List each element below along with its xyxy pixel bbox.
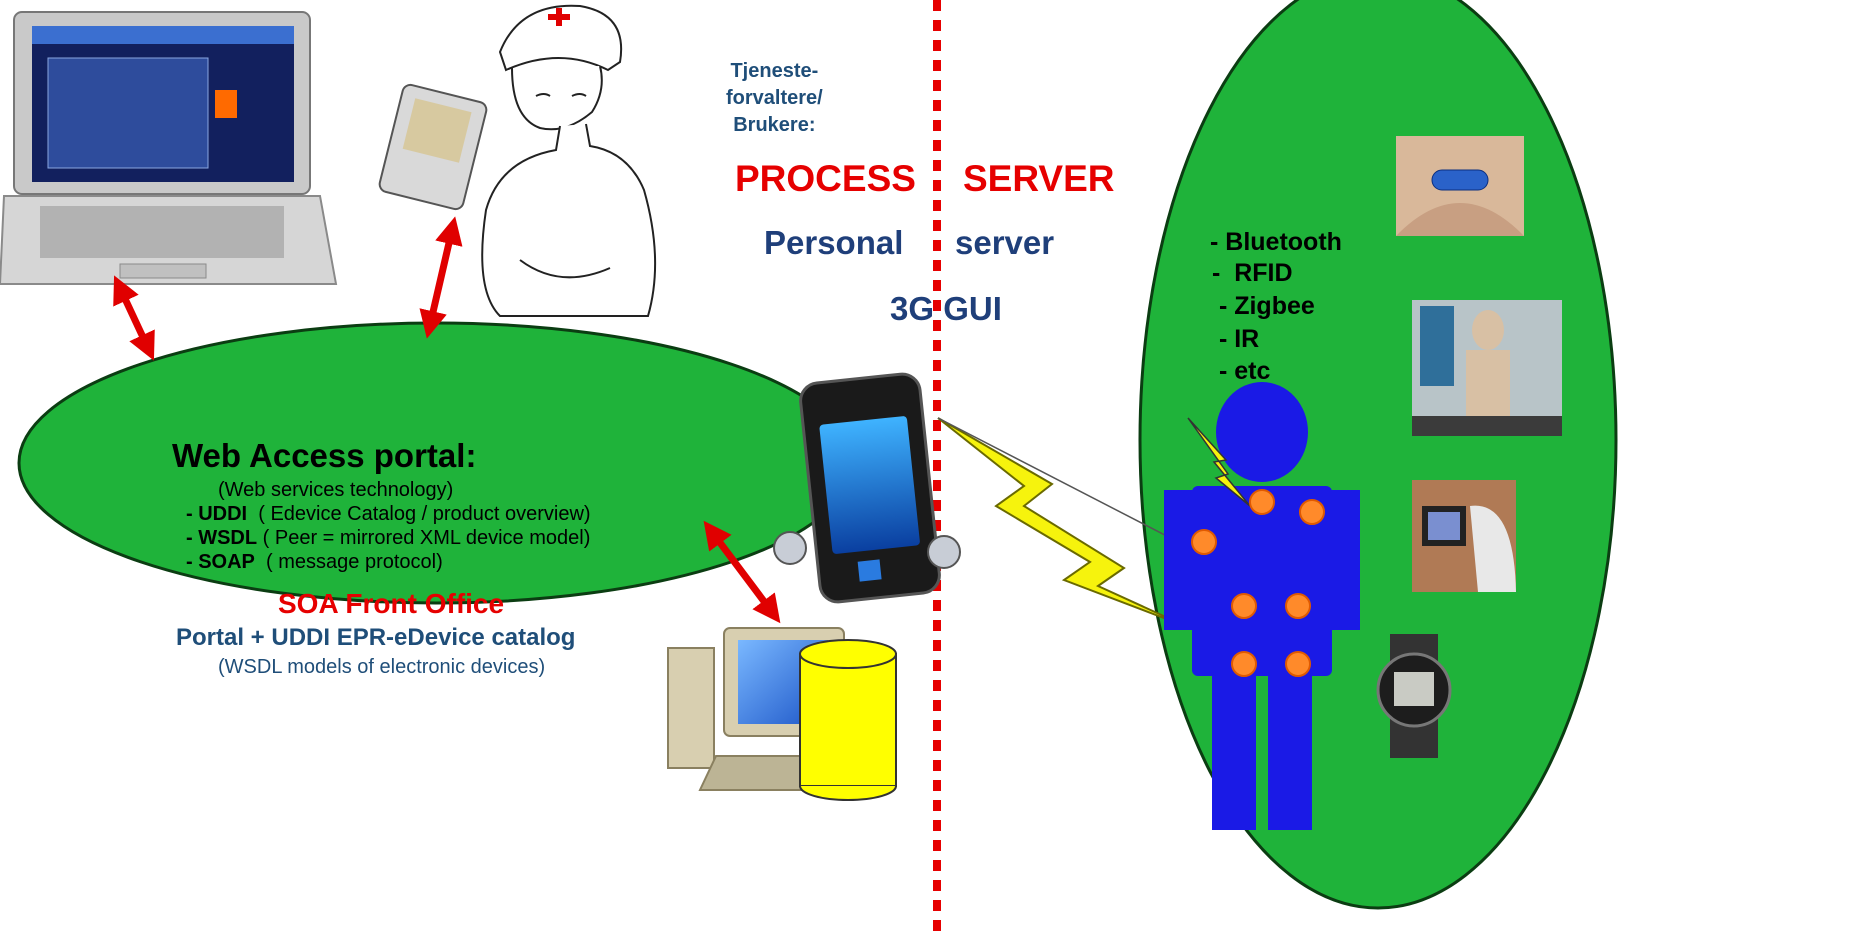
roles-line-3: Brukere:: [733, 114, 816, 136]
soap-key: - SOAP: [186, 551, 255, 573]
wsdl-key: - WSDL: [186, 527, 258, 549]
link-line: [937, 417, 1191, 549]
server-label: SERVER: [963, 158, 1115, 199]
portal-item-wsdl: - WSDL ( Peer = mirrored XML device mode…: [186, 527, 590, 550]
laptop-icon: [0, 11, 338, 285]
human-body-sensor-icon: [1164, 382, 1360, 830]
roles-line-1: Tjeneste-: [730, 60, 819, 82]
mannequin-photo: [1412, 300, 1562, 436]
portal-item-uddi: - UDDI ( Edevice Catalog / product overv…: [186, 503, 591, 526]
nurse-illustration: [481, 4, 657, 317]
protocol-rfid: - RFID: [1212, 259, 1293, 287]
roles-line-2: forvaltere/: [726, 87, 823, 109]
wsdl-desc: ( Peer = mirrored XML device model): [257, 527, 591, 549]
user-roles-label: Tjeneste- forvaltere/ Brukere:: [726, 58, 823, 139]
smartphone-icon: [773, 372, 961, 604]
soap-desc: ( message protocol): [254, 551, 443, 573]
uddi-key: - UDDI: [186, 503, 248, 525]
protocol-etc: - etc: [1212, 357, 1271, 385]
pda-phone-icon: [378, 83, 488, 211]
database-icon: [799, 639, 897, 801]
portal-title: Web Access portal:: [172, 437, 477, 474]
protocol-zigbee: - Zigbee: [1212, 292, 1315, 320]
front-office-title: SOA Front Office: [278, 588, 505, 619]
portal-subtitle: (Web services technology): [218, 479, 454, 501]
personal-server-label: server: [955, 224, 1055, 261]
protocol-bluetooth: - Bluetooth: [1210, 228, 1342, 256]
gui-label: 3G GUI: [890, 290, 1002, 327]
tablet-user-photo: [1412, 480, 1516, 592]
uddi-desc: ( Edevice Catalog / product overview): [247, 503, 591, 525]
sport-watch-photo: [1376, 634, 1452, 758]
portal-item-soap: - SOAP ( message protocol): [186, 551, 443, 574]
front-office-catalog: Portal + UDDI EPR-eDevice catalog: [176, 624, 576, 651]
chest-sensor-photo: [1396, 136, 1524, 236]
protocol-ir: - IR: [1212, 325, 1260, 353]
front-office-note: (WSDL models of electronic devices): [218, 656, 546, 678]
personal-server-ellipse: [1138, 0, 1618, 910]
connector-arrows: [113, 216, 781, 624]
process-label: PROCESS: [735, 158, 916, 199]
personal-label: Personal: [764, 224, 904, 261]
